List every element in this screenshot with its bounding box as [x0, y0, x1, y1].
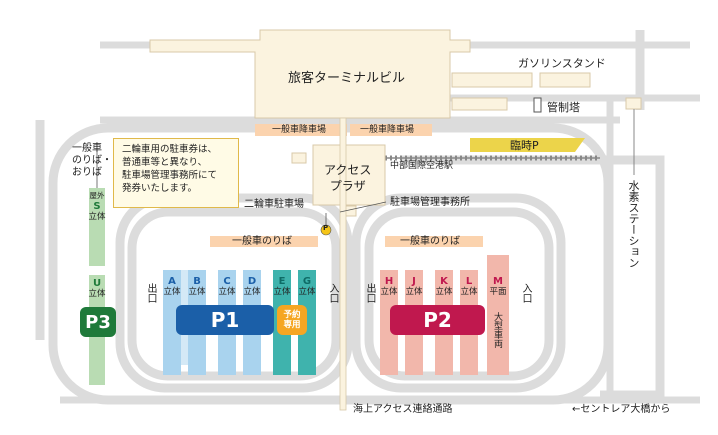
- p2-entrance-label: 入口: [520, 283, 531, 303]
- terminal-building: [149, 29, 471, 119]
- gas-station-building: [451, 72, 533, 88]
- drop-off-strip-left: [255, 124, 347, 136]
- temporary-parking-label: 臨時P: [510, 139, 539, 152]
- pickup-p2-label: 一般車のりば: [400, 236, 460, 247]
- station-label: 中部国際空港駅: [390, 161, 454, 171]
- lot-s: [89, 188, 105, 266]
- lot-u-label: U 立体: [88, 278, 106, 299]
- lot-s-label: 屋外 S 立体: [88, 191, 106, 222]
- motorcycle-ticket-note: 二輪車用の駐車券は、 普通車等と異なり、 駐車場管理事務所にて 発券いたします。: [113, 138, 239, 208]
- p3-badge: P3: [80, 307, 116, 337]
- general-pickup-left-label: 一般車 のりば・ おりば: [72, 143, 112, 178]
- p2-exit-label: 出口: [364, 283, 375, 303]
- kiosk: [291, 152, 307, 164]
- drop-off-right-label: 一般車降車場: [360, 125, 415, 135]
- pickup-strip-p1: [210, 236, 318, 247]
- p1-exit-label: 出口: [145, 283, 156, 303]
- hydrogen-station-building: [625, 97, 642, 110]
- p1-entrance-label: 入口: [327, 283, 338, 303]
- gas-station-building-2: [539, 72, 591, 88]
- reserved-only-badge: 予約 専用: [277, 305, 307, 335]
- access-plaza-building: [312, 144, 386, 206]
- control-tower-label: 管制塔: [547, 101, 580, 114]
- parking-office-label: 駐車場管理事務所: [390, 197, 470, 208]
- access-road-label: 海上アクセス連絡通路: [353, 404, 453, 415]
- access-corridor: [339, 117, 347, 411]
- drop-off-strip-right: [350, 124, 432, 136]
- pickup-p1-label: 一般車のりば: [232, 236, 292, 247]
- motorcycle-p-symbol: P: [323, 224, 329, 232]
- temporary-parking-area: [470, 138, 585, 152]
- drop-off-left-label: 一般車降車場: [272, 125, 327, 135]
- access-plaza-label: アクセス プラザ: [324, 163, 372, 193]
- gas-station-label: ガソリンスタンド: [518, 57, 606, 70]
- annex-building: [451, 97, 508, 111]
- terminal-label: 旅客ターミナルビル: [288, 71, 406, 86]
- hydrogen-station-label: 水素ステーション: [627, 180, 640, 268]
- p2-badge: P2: [390, 305, 485, 335]
- pickup-strip-p2: [385, 236, 483, 247]
- motorcycle-parking-label: 二輪車駐車場: [244, 199, 304, 210]
- p1-badge: P1: [176, 305, 274, 335]
- control-tower-icon: [533, 97, 542, 113]
- bridge-label: ←セントレア大橋から: [572, 404, 671, 415]
- large-vehicles-label: 大型車両: [492, 312, 502, 348]
